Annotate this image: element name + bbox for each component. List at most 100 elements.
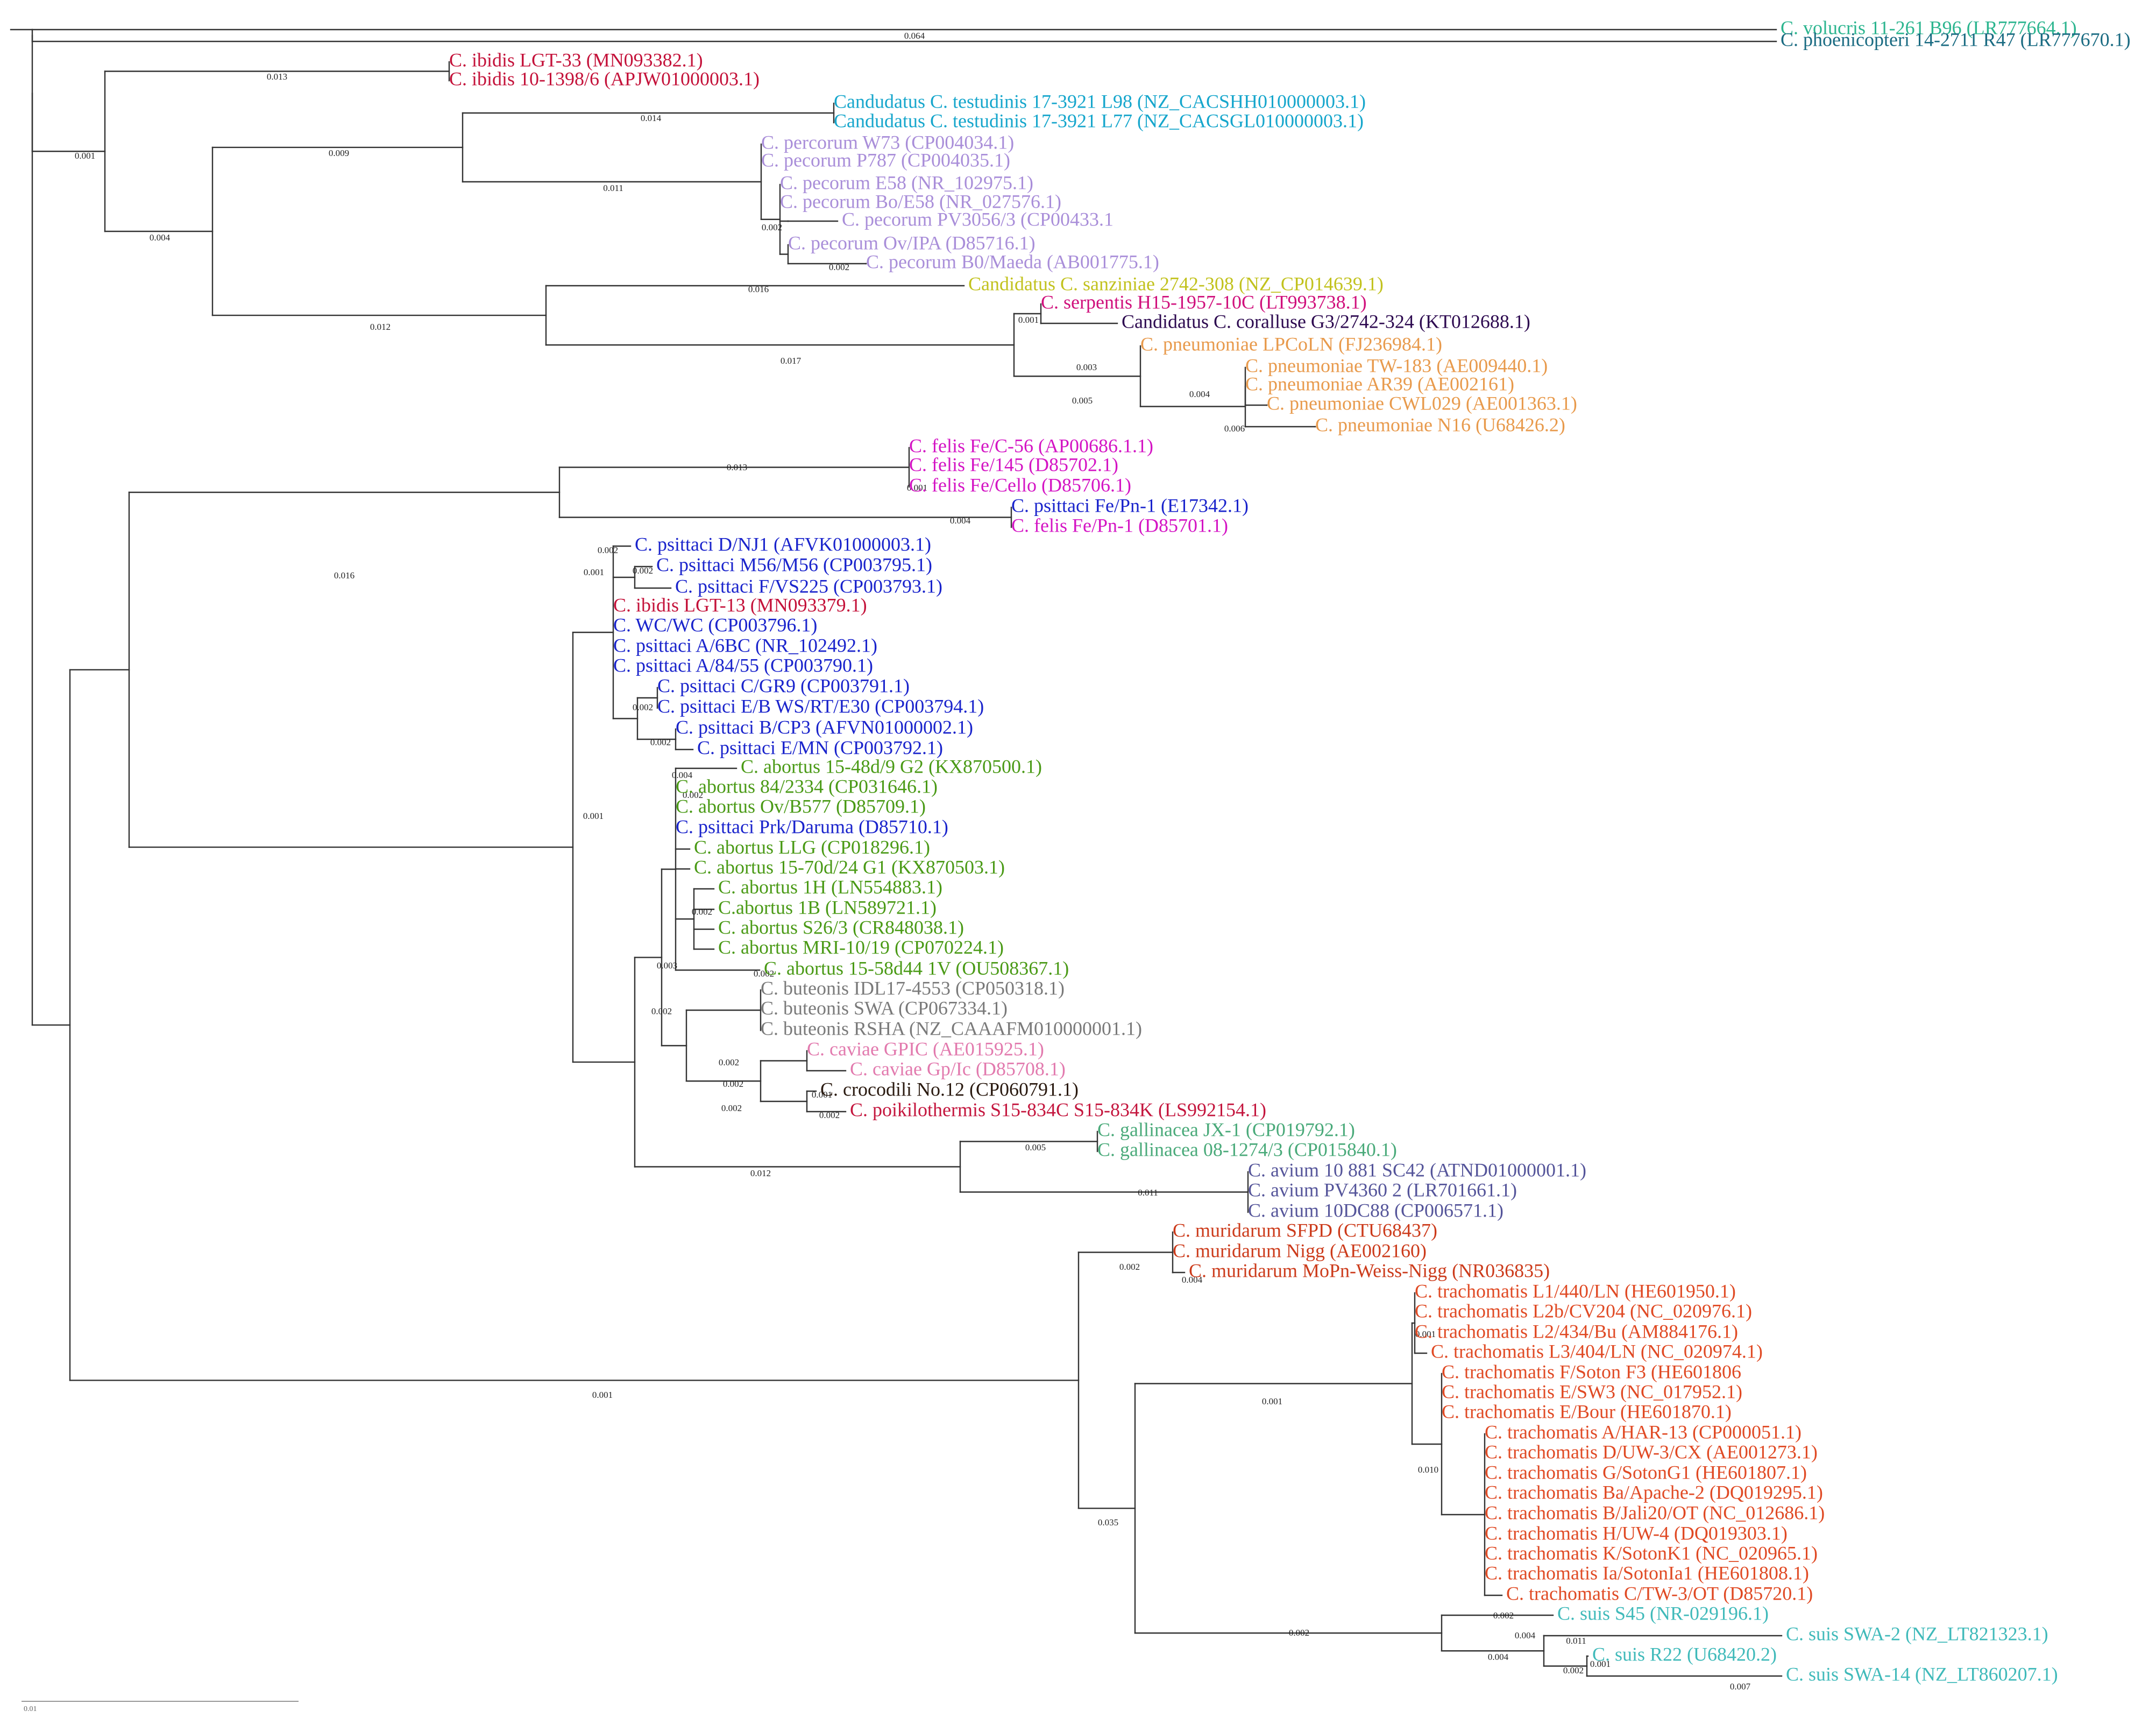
tip-label: C. abortus MRI-10/19 (CP070224.1) xyxy=(718,936,1004,958)
tip-label: C. abortus S26/3 (CR848038.1) xyxy=(718,916,964,938)
branch-length-label: 0.004 xyxy=(1488,1652,1509,1662)
tip-label: C. caviae Gp/Ic (D85708.1) xyxy=(850,1058,1066,1079)
tip-label: C. trachomatis C/TW-3/OT (D85720.1) xyxy=(1506,1582,1813,1604)
branch-length-label: 0.002 xyxy=(721,1103,742,1113)
tip-label: C. psittaci B/CP3 (AFVN01000002.1) xyxy=(676,716,973,738)
tip-label: Candudatus C. testudinis 17-3921 L98 (NZ… xyxy=(834,90,1366,112)
branch-length-label: 0.011 xyxy=(1566,1636,1586,1646)
tip-label: C. gallinacea JX-1 (CP019792.1) xyxy=(1097,1119,1355,1140)
branch-length-label: 0.002 xyxy=(633,565,653,576)
branch-length-label: 0.011 xyxy=(603,183,623,193)
tip-label: C. abortus 15-48d/9 G2 (KX870500.1) xyxy=(741,755,1042,777)
tip-label: C. trachomatis L2/434/Bu (AM884176.1) xyxy=(1415,1320,1738,1342)
tip-label: C. pneumoniae N16 (U68426.2) xyxy=(1315,414,1565,435)
branch-length-label: 0.003 xyxy=(1076,362,1097,372)
tip-label: C. trachomatis Ia/SotonIa1 (HE601808.1) xyxy=(1485,1562,1809,1583)
tip-label: C. psittaci D/NJ1 (AFVK01000003.1) xyxy=(635,533,931,555)
branch-length-label: 0.004 xyxy=(1182,1275,1203,1285)
tip-label: C. abortus Ov/B577 (D85709.1) xyxy=(676,795,926,817)
tip-label: C. pecorum Bo/E58 (NR_027576.1) xyxy=(780,190,1061,212)
branch-length-label: 0.001 xyxy=(1018,315,1039,325)
tip-label: C. avium PV4360 2 (LR701661.1) xyxy=(1248,1179,1517,1200)
branch-length-label: 0.010 xyxy=(1418,1465,1438,1475)
tip-label: C. muridarum MoPn-Weiss-Nigg (NR036835) xyxy=(1189,1260,1550,1281)
tip-label: C. buteonis RSHA (NZ_CAAAFM010000001.1) xyxy=(761,1017,1142,1039)
branch-length-label: 0.006 xyxy=(1224,423,1245,434)
tip-label: C. phoenicopteri 14-2711 R47 (LR777670.1… xyxy=(1781,29,2131,50)
tip-label: C. avium 10DC88 (CP006571.1) xyxy=(1248,1199,1503,1221)
branch-length-label: 0.002 xyxy=(754,968,774,979)
branch-length-label: 0.012 xyxy=(370,322,391,332)
tip-label: C. pecorum P787 (CP004035.1) xyxy=(761,149,1010,171)
tip-label: C. crocodili No.12 (CP060791.1) xyxy=(820,1078,1079,1100)
branch-length-label: 0.002 xyxy=(723,1079,743,1089)
branch-length-label: 0.002 xyxy=(819,1110,840,1120)
tip-label: C. psittaci A/84/55 (CP003790.1) xyxy=(613,654,873,676)
tip-label: C. suis S45 (NR-029196.1) xyxy=(1557,1602,1769,1624)
branch-length-label: 0.002 xyxy=(650,737,671,747)
tip-label: C. psittaci Fe/Pn-1 (E17342.1) xyxy=(1011,494,1249,516)
tip-label: C. poikilothermis S15-834C S15-834K (LS9… xyxy=(850,1099,1266,1120)
tip-label: C. felis Fe/Pn-1 (D85701.1) xyxy=(1011,514,1228,536)
tip-label: C. suis R22 (U68420.2) xyxy=(1592,1643,1777,1665)
scale-bar-label: 0.01 xyxy=(24,1705,37,1713)
tip-label: C.abortus 1B (LN589721.1) xyxy=(718,896,937,918)
branch-length-label: 0.011 xyxy=(1138,1187,1158,1198)
tip-label: C. percorum W73 (CP004034.1) xyxy=(761,131,1014,153)
branch-length-label: 0.001 xyxy=(584,567,604,577)
tip-label: C. pecorum B0/Maeda (AB001775.1) xyxy=(866,251,1159,272)
branch-length-label: 0.004 xyxy=(150,232,171,243)
branch-length-label: 0.013 xyxy=(267,72,287,82)
tip-label: C. psittaci E/B WS/RT/E30 (CP003794.1) xyxy=(657,695,984,717)
tip-label: C. muridarum Nigg (AE002160) xyxy=(1173,1240,1427,1261)
branch-length-label: 0.002 xyxy=(1119,1262,1140,1272)
tip-label: C. psittaci F/VS225 (CP003793.1) xyxy=(675,575,942,597)
tip-label: C. serpentis H15-1957-10C (LT993738.1) xyxy=(1041,291,1367,313)
branch-length-label: 0.012 xyxy=(750,1168,771,1178)
tip-label: C. trachomatis A/HAR-13 (CP000051.1) xyxy=(1485,1421,1802,1443)
branch-length-label: 0.001 xyxy=(812,1090,832,1100)
tip-label: C. felis Fe/C-56 (AP00686.1.1) xyxy=(909,435,1153,456)
tip-label: C. trachomatis F/Soton F3 (HE601806 xyxy=(1442,1361,1741,1382)
branch-length-label: 0.002 xyxy=(692,907,712,917)
branch-length-label: 0.004 xyxy=(1515,1630,1536,1641)
tip-label: C. felis Fe/Cello (D85706.1) xyxy=(909,474,1131,496)
tip-label: C. pecorum PV3056/3 (CP00433.1 xyxy=(842,208,1114,230)
branch-length-label: 0.016 xyxy=(334,570,354,581)
tip-label: C. psittaci Prk/Daruma (D85710.1) xyxy=(676,816,948,837)
branch-length-label: 0.009 xyxy=(329,148,349,158)
tip-label: C. gallinacea 08-1274/3 (CP015840.1) xyxy=(1097,1139,1397,1160)
tip-label: C. trachomatis E/Bour (HE601870.1) xyxy=(1442,1401,1732,1422)
tip-label: C. pneumoniae AR39 (AE002161) xyxy=(1245,373,1514,394)
branch-length-label: 0.002 xyxy=(762,222,782,232)
tip-label: C. ibidis 10-1398/6 (APJW01000003.1) xyxy=(449,68,760,89)
tip-label: C. trachomatis G/SotonG1 (HE601807.1) xyxy=(1485,1461,1807,1483)
tip-label: C. buteonis IDL17-4553 (CP050318.1) xyxy=(761,977,1065,999)
tip-label: C. trachomatis E/SW3 (NC_017952.1) xyxy=(1442,1381,1742,1402)
branch-length-label: 0.002 xyxy=(683,790,703,800)
scale-bar: 0.01 xyxy=(22,1701,299,1713)
tip-labels: C. volucris 11-261 B96 (LR777664.1)C. ph… xyxy=(449,17,2131,1685)
branch-length-label: 0.003 xyxy=(657,960,677,971)
tip-label: C. psittaci E/MN (CP003792.1) xyxy=(697,737,943,758)
tip-label: Candidatus C. sanziniae 2742-308 (NZ_CP0… xyxy=(968,273,1384,294)
tree-branches xyxy=(10,29,1783,1677)
tip-label: C. abortus 15-58d44 1V (OU508367.1) xyxy=(764,957,1069,979)
branch-length-label: 0.017 xyxy=(781,356,802,366)
tip-label: C. trachomatis D/UW-3/CX (AE001273.1) xyxy=(1485,1441,1818,1462)
branch-length-label: 0.064 xyxy=(904,31,925,41)
branch-length-label: 0.002 xyxy=(719,1057,739,1067)
branch-length-label: 0.001 xyxy=(583,811,604,821)
branch-length-label: 0.016 xyxy=(748,284,769,294)
tip-label: C. psittaci C/GR9 (CP003791.1) xyxy=(657,675,910,696)
branch-length-label: 0.004 xyxy=(950,515,971,526)
branch-length-label: 0.004 xyxy=(1189,389,1210,399)
tip-label: C. pneumoniae LPCoLN (FJ236984.1) xyxy=(1140,333,1442,355)
branch-length-label: 0.002 xyxy=(633,702,653,712)
tip-label: C. felis Fe/145 (D85702.1) xyxy=(909,454,1118,475)
tip-label: C. psittaci M56/M56 (CP003795.1) xyxy=(656,554,932,575)
tip-label: C. suis SWA-2 (NZ_LT821323.1) xyxy=(1786,1623,2048,1644)
tip-label: C. muridarum SFPD (CTU68437) xyxy=(1173,1219,1437,1241)
branch-length-labels: 0.0640.0130.0010.0140.0090.0110.0020.002… xyxy=(75,31,1751,1692)
